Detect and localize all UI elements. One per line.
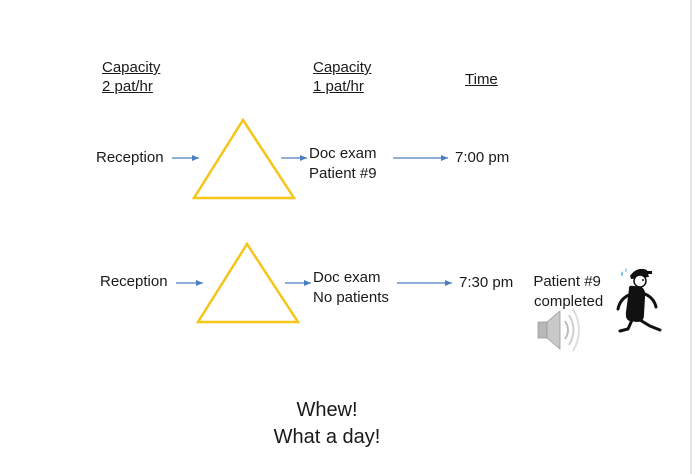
doctor-capacity-header: Capacity 1 pat/hr — [313, 58, 371, 96]
row2-status-line2: completed — [534, 293, 604, 310]
reception-capacity-header: Capacity 2 pat/hr — [102, 58, 160, 96]
row1-stage-line1: Doc exam — [309, 145, 377, 162]
row1-stage-label: Doc exam Patient #9 — [309, 144, 377, 184]
row2-stage-line2: No patients — [313, 289, 389, 306]
row2-stage-label: Doc exam No patients — [313, 268, 389, 308]
doctor-capacity-value: 1 pat/hr — [313, 78, 364, 95]
row1-time-label: 7:00 pm — [455, 149, 510, 166]
row2-stage-line1: Doc exam — [313, 269, 381, 286]
row2-source-label: Reception — [100, 273, 168, 290]
row1-source-label: Reception — [96, 149, 164, 166]
slide-edge — [690, 0, 692, 474]
speaker-icon[interactable] — [537, 308, 580, 352]
row2-time-label: 7:30 pm — [459, 274, 514, 291]
doctor-process-triangle — [195, 241, 301, 324]
row2-status-line1: Patient #9 — [533, 273, 601, 290]
walking-patient-icon — [616, 268, 662, 333]
reception-capacity-title: Capacity — [102, 59, 161, 76]
doctor-capacity-title: Capacity — [313, 59, 372, 76]
row1-stage-line2: Patient #9 — [309, 165, 377, 182]
footer-line2: What a day! — [273, 426, 381, 448]
time-header: Time — [465, 71, 498, 88]
footer-line1: Whew! — [296, 399, 358, 421]
reception-process-triangle — [191, 117, 297, 200]
reception-capacity-value: 2 pat/hr — [102, 78, 153, 95]
row2-status-label: Patient #9 completed — [531, 272, 603, 312]
footer-caption: Whew! What a day! — [262, 397, 392, 451]
